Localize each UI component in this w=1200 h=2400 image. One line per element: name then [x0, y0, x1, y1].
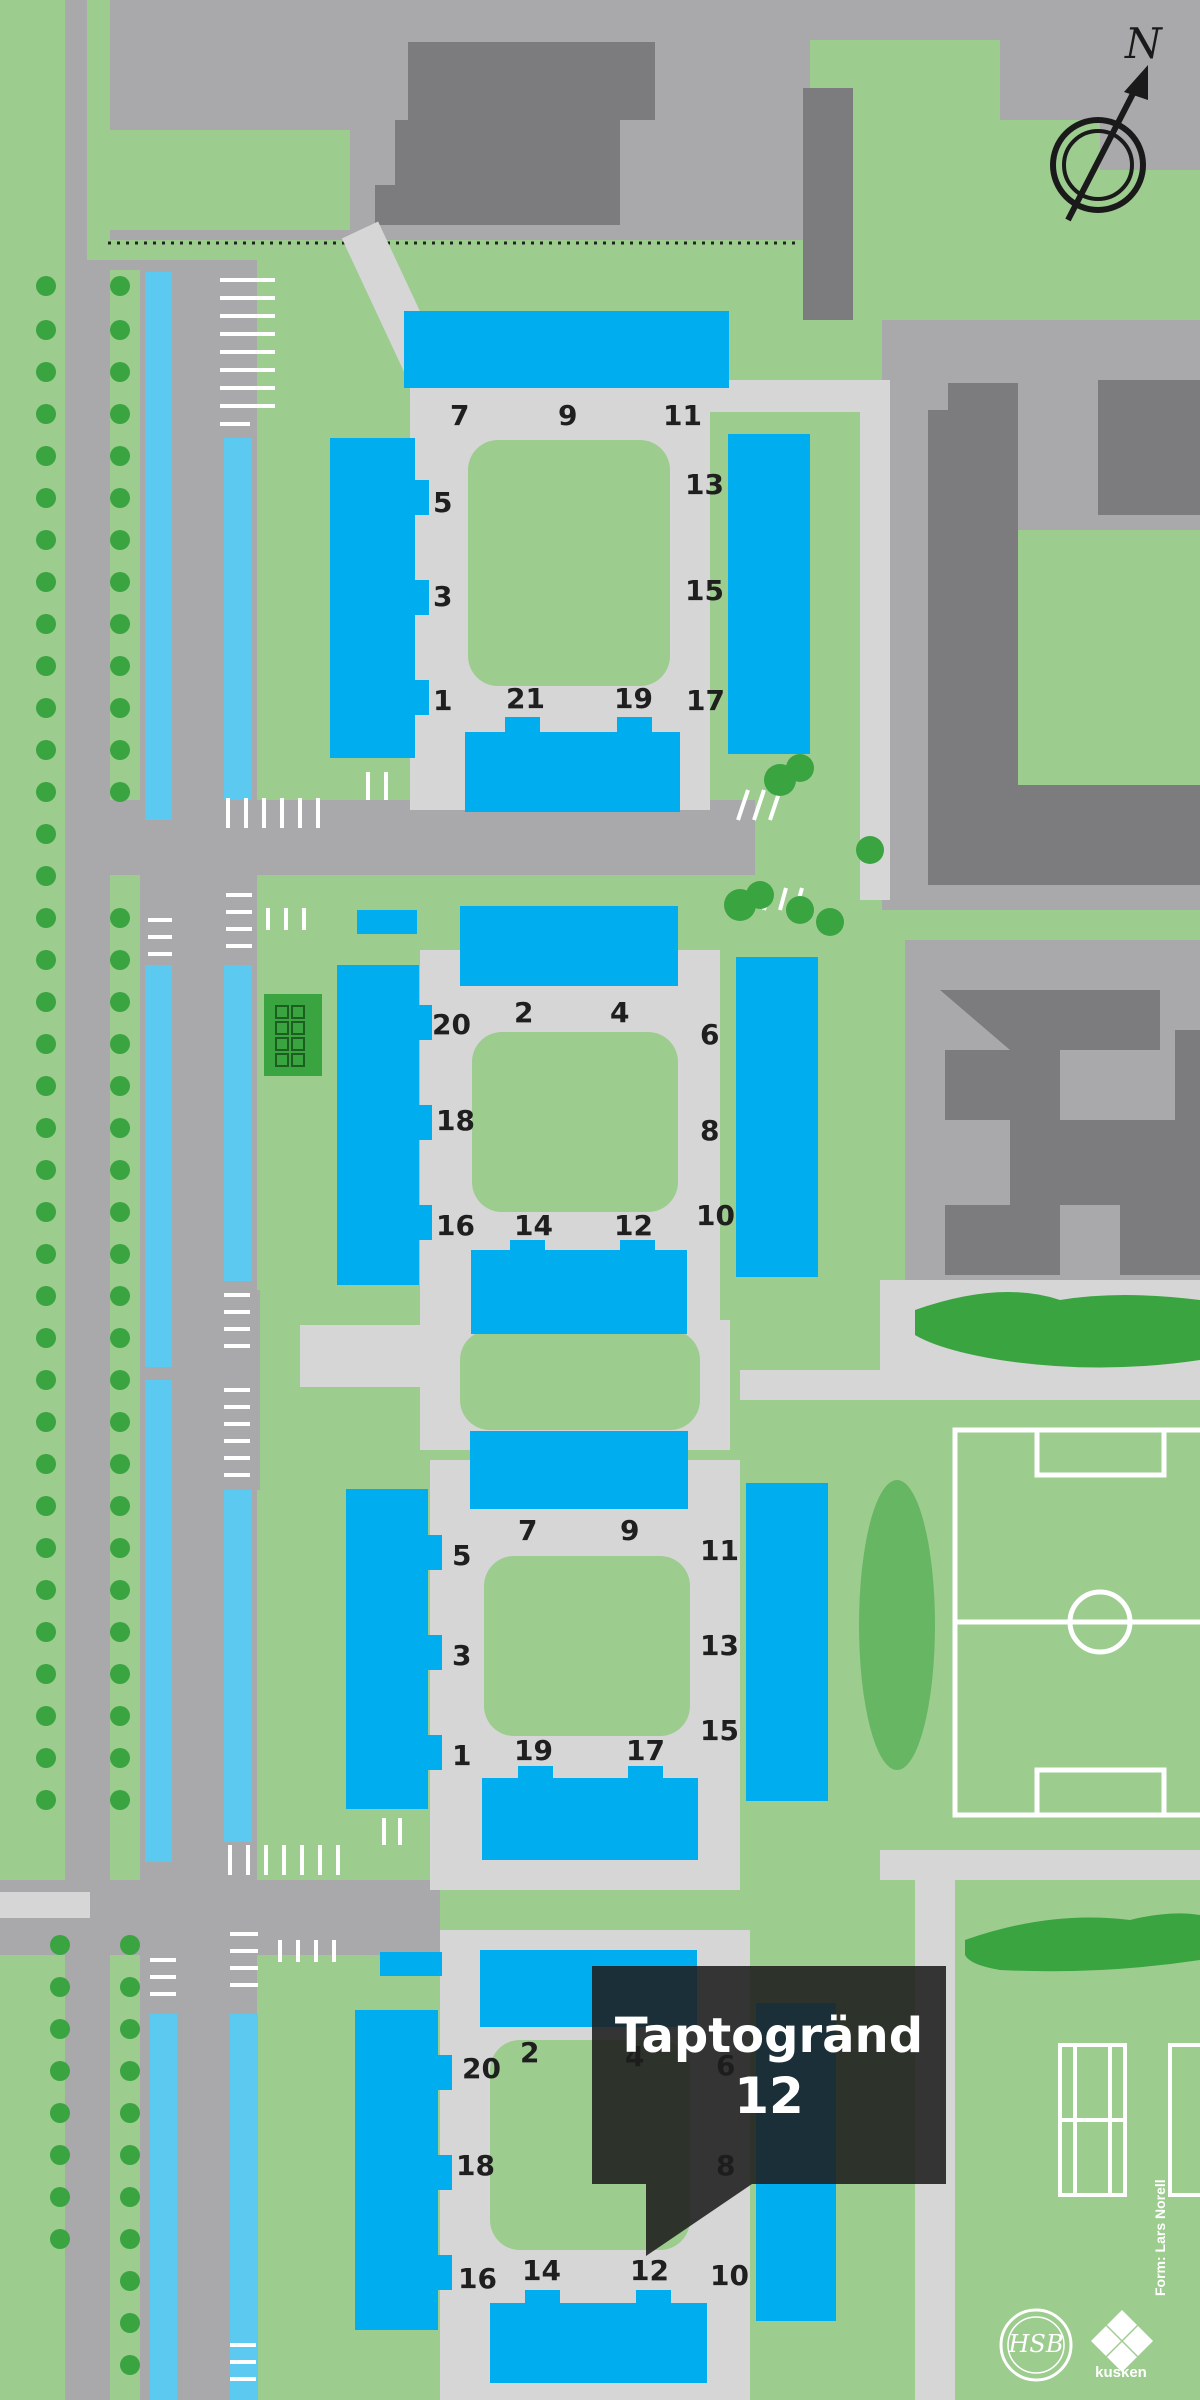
- house-number[interactable]: 11: [700, 1534, 739, 1567]
- garage-5: [145, 1380, 172, 1862]
- path-east-2: [860, 380, 890, 900]
- house-number[interactable]: 14: [514, 1209, 553, 1242]
- house-number[interactable]: 10: [696, 1199, 735, 1232]
- left-road: [65, 0, 87, 2400]
- house-number[interactable]: 11: [663, 399, 702, 432]
- house-number[interactable]: 17: [626, 1734, 665, 1767]
- tree-clusters: [724, 754, 1200, 1972]
- house-number[interactable]: 3: [433, 580, 452, 613]
- house-number[interactable]: 12: [614, 1209, 653, 1242]
- garage-7: [150, 2014, 177, 2400]
- house-number[interactable]: 9: [558, 399, 577, 432]
- hsb-logo-text: HSB: [1008, 2330, 1064, 2358]
- house-number[interactable]: 16: [436, 1209, 475, 1242]
- hsb-logo-icon: [999, 2308, 1073, 2382]
- path-lower: [740, 1370, 1200, 1400]
- callout-house-number: 12: [734, 2067, 804, 2125]
- tree-row-left: [36, 276, 140, 2375]
- play-court-grid: [275, 1005, 305, 1067]
- garage-2: [224, 438, 252, 800]
- compass-north-label: N: [1124, 19, 1163, 68]
- cross-road-top: [65, 800, 755, 875]
- garage-1: [145, 272, 172, 820]
- house-number[interactable]: 14: [522, 2254, 561, 2287]
- building-right-top: [1098, 380, 1200, 515]
- house-number[interactable]: 3: [452, 1639, 471, 1672]
- lawn-between-bc: [460, 1330, 700, 1430]
- house-number[interactable]: 1: [452, 1739, 471, 1772]
- football-field: [952, 1427, 1200, 1818]
- kusken-logo-text: kusken: [1095, 2364, 1147, 2381]
- house-number[interactable]: 16: [458, 2262, 497, 2295]
- grass-right-top: [1018, 530, 1200, 785]
- house-number[interactable]: 1: [433, 684, 452, 717]
- house-number[interactable]: 18: [456, 2149, 495, 2182]
- house-number[interactable]: 13: [700, 1629, 739, 1662]
- house-number[interactable]: 18: [436, 1104, 475, 1137]
- residential-buildings: [330, 311, 836, 2383]
- lot-gray: [300, 1325, 422, 1387]
- building-right-edge: [1175, 1030, 1200, 1270]
- map-credit: Form: Lars Norell: [1152, 2179, 1168, 2296]
- callout-pointer: [646, 2184, 752, 2256]
- house-number[interactable]: 7: [518, 1514, 537, 1547]
- house-number[interactable]: 2: [514, 996, 533, 1029]
- house-number[interactable]: 10: [710, 2259, 749, 2292]
- house-number[interactable]: 4: [610, 996, 629, 1029]
- building-right-big: [928, 383, 1200, 885]
- house-number[interactable]: 19: [614, 682, 653, 715]
- garage-8: [230, 2014, 258, 2400]
- house-number[interactable]: 20: [462, 2052, 501, 2085]
- house-number[interactable]: 15: [700, 1714, 739, 1747]
- house-number[interactable]: 13: [685, 468, 724, 501]
- kusken-logo-icon: [1091, 2310, 1153, 2372]
- path-lower-2: [880, 1850, 1200, 1880]
- address-callout[interactable]: Taptogränd 12: [592, 1966, 946, 2184]
- house-number[interactable]: 15: [685, 574, 724, 607]
- callout-street-name: Taptogränd: [614, 2008, 924, 2064]
- house-number[interactable]: 20: [432, 1008, 471, 1041]
- house-number[interactable]: 5: [433, 486, 452, 519]
- building-right-h: [940, 990, 1200, 1275]
- house-number[interactable]: 2: [520, 2036, 539, 2069]
- parking-stripes: [148, 278, 804, 2381]
- garage-6: [224, 1490, 252, 1842]
- compass-icon: N: [1050, 19, 1163, 222]
- grass-mound: [859, 1480, 935, 1770]
- house-number[interactable]: 12: [630, 2254, 669, 2287]
- tennis-courts: [1058, 2043, 1200, 2197]
- top-road-area: [65, 0, 1200, 170]
- courtyard-lawn-b: [472, 1032, 678, 1212]
- building-top-dark: [375, 42, 655, 225]
- garage-4: [224, 965, 252, 1281]
- house-number[interactable]: 19: [514, 1734, 553, 1767]
- house-number[interactable]: 21: [506, 682, 545, 715]
- building-top-tower: [803, 88, 853, 320]
- house-number[interactable]: 7: [450, 399, 469, 432]
- cross-road-bottom-left: [0, 1892, 90, 1918]
- house-number[interactable]: 5: [452, 1539, 471, 1572]
- courtyard-lawn-c: [484, 1556, 690, 1736]
- grass-strip-top: [90, 130, 350, 230]
- house-number[interactable]: 17: [686, 684, 725, 717]
- house-number[interactable]: 8: [700, 1114, 719, 1147]
- courtyard-lawn-a: [468, 440, 670, 686]
- house-number[interactable]: 9: [620, 1514, 639, 1547]
- house-number[interactable]: 6: [700, 1018, 719, 1051]
- garage-3: [145, 965, 172, 1367]
